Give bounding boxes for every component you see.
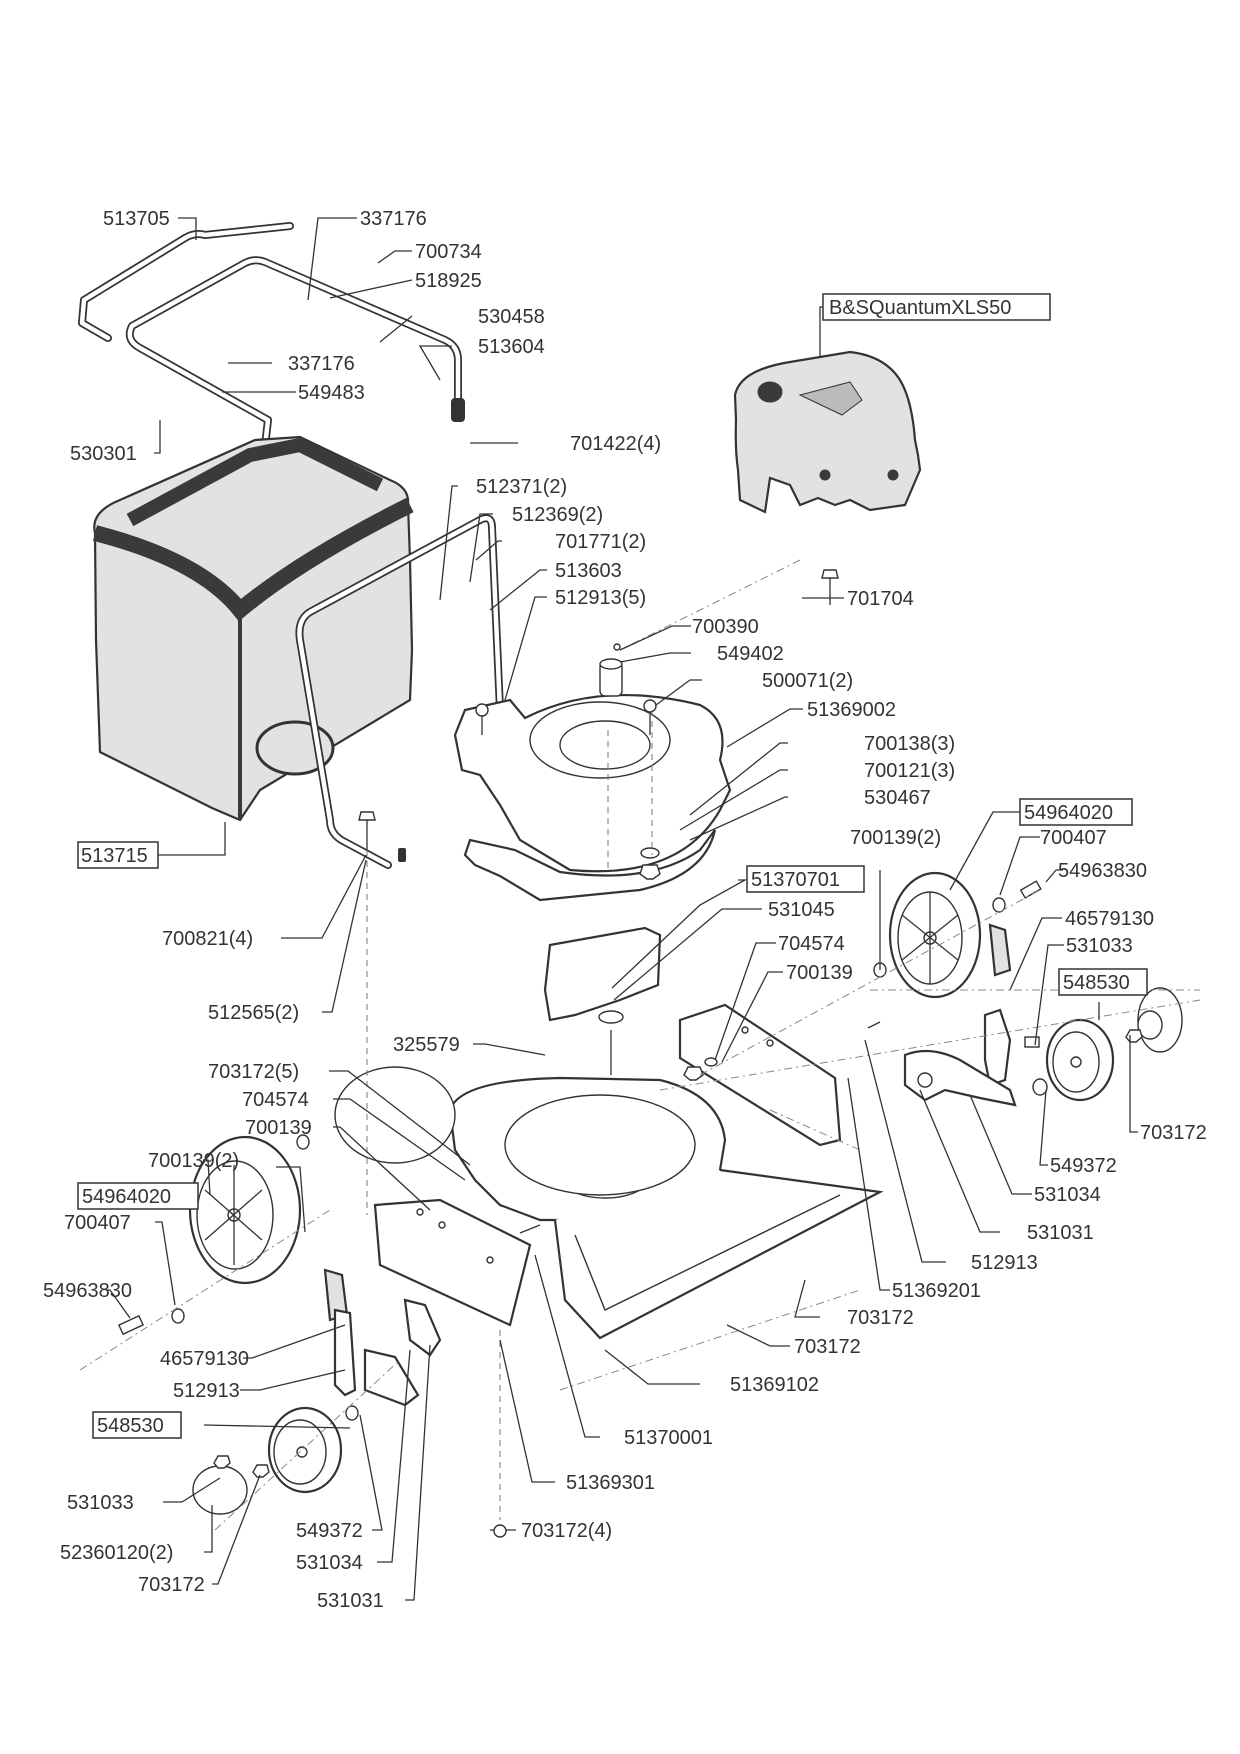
callout-label: 701704 [847,588,914,610]
callout-label: 700138(3) [864,733,955,755]
callout-box [1019,798,1133,826]
leader-lines [106,217,1138,1601]
callout-label: 530467 [864,787,931,809]
callout-label: 54963830 [1058,860,1147,882]
callout-label: 531033 [67,1492,134,1514]
callout-box [1058,968,1148,996]
left-rear-wheel-drawing [117,1134,349,1336]
callout-label: 512913(5) [555,587,646,609]
callout-label: 701771(2) [555,531,646,553]
callout-label: 700139 [245,1117,312,1139]
callout-label: 513604 [478,336,545,358]
middle-handle-drawing [125,256,465,450]
callout-label: 530458 [478,306,545,328]
callout-label: 700139(2) [148,1150,239,1172]
callout-label: 704574 [242,1089,309,1111]
callout-label: 337176 [360,208,427,230]
lower-housing-drawing [334,1066,884,1340]
callout-label: 52360120(2) [60,1542,173,1564]
callout-label: 703172(5) [208,1061,299,1083]
callout-label: 531031 [317,1590,384,1612]
callout-label: 513715 [81,845,148,867]
callout-box [92,1411,182,1439]
callout-label: 549402 [717,643,784,665]
callout-labels: 513705 337176 700734 518925 530458 51360… [43,208,1207,1612]
callout-label: 703172 [138,1574,205,1596]
callout-label: 51370701 [751,869,840,891]
callout-label: 337176 [288,353,355,375]
right-bracket-drawing [678,1003,842,1147]
assembly-guide-lines [79,559,1201,1531]
callout-label: 700821(4) [162,928,253,950]
left-bracket-drawing [373,1198,532,1327]
callout-label: 513603 [555,560,622,582]
engine-label: B&SQuantumXLS50 [829,297,1011,319]
callout-label: 700139(2) [850,827,941,849]
callout-label: 513705 [103,208,170,230]
callout-label: 51369002 [807,699,896,721]
callout-label: 703172 [1140,1122,1207,1144]
upper-handle-drawing [78,222,294,342]
callout-label: 530301 [70,443,137,465]
callout-label: 46579130 [160,1348,249,1370]
callout-box [746,865,865,893]
callout-box [77,1182,199,1210]
callout-label: 512371(2) [476,476,567,498]
callout-label: 54964020 [82,1186,171,1208]
callout-label: 700390 [692,616,759,638]
grass-bag-drawing [93,435,414,822]
callout-box [77,841,159,869]
callout-label: 531034 [1034,1184,1101,1206]
callout-label: 531045 [768,899,835,921]
callout-label: 703172(4) [521,1520,612,1542]
callout-label: 531034 [296,1552,363,1574]
engine-drawing [733,350,922,514]
callout-label: 325579 [393,1034,460,1056]
callout-label: 531033 [1066,935,1133,957]
callout-label: 700139 [786,962,853,984]
callout-label: 701422(4) [570,433,661,455]
callout-label: 704574 [778,933,845,955]
callout-label: 54964020 [1024,802,1113,824]
callout-label: 700121(3) [864,760,955,782]
callout-label: 549372 [296,1520,363,1542]
engine-label-box [822,293,1051,321]
callout-label: 500071(2) [762,670,853,692]
callout-label: 700407 [64,1212,131,1234]
callout-label: 512565(2) [208,1002,299,1024]
callout-label: 51369201 [892,1280,981,1302]
callout-label: 703172 [794,1336,861,1358]
callout-label: 51369301 [566,1472,655,1494]
callout-label: 512913 [173,1380,240,1402]
callout-label: 518925 [415,270,482,292]
callout-label: 51369102 [730,1374,819,1396]
fasteners-top-drawing [358,569,839,880]
left-front-wheel-drawing [192,1298,442,1515]
callout-label: 512913 [971,1252,1038,1274]
callout-label: 54963830 [43,1280,132,1302]
callout-label: 548530 [1063,972,1130,994]
callout-label: 549483 [298,382,365,404]
lower-handle-drawing [295,514,504,869]
callout-label: 549372 [1050,1155,1117,1177]
callout-label: 46579130 [1065,908,1154,930]
callout-label: 531031 [1027,1222,1094,1244]
callout-label: 703172 [847,1307,914,1329]
callout-label: 700734 [415,241,482,263]
callout-label: 512369(2) [512,504,603,526]
callout-label: 51370001 [624,1427,713,1449]
callout-label: 548530 [97,1415,164,1437]
right-rear-wheel-drawing [873,871,1042,999]
right-front-wheel-drawing [867,987,1183,1107]
fan-housing-drawing [453,694,732,902]
callout-label: 700407 [1040,827,1107,849]
chute-drawing [543,926,662,1075]
